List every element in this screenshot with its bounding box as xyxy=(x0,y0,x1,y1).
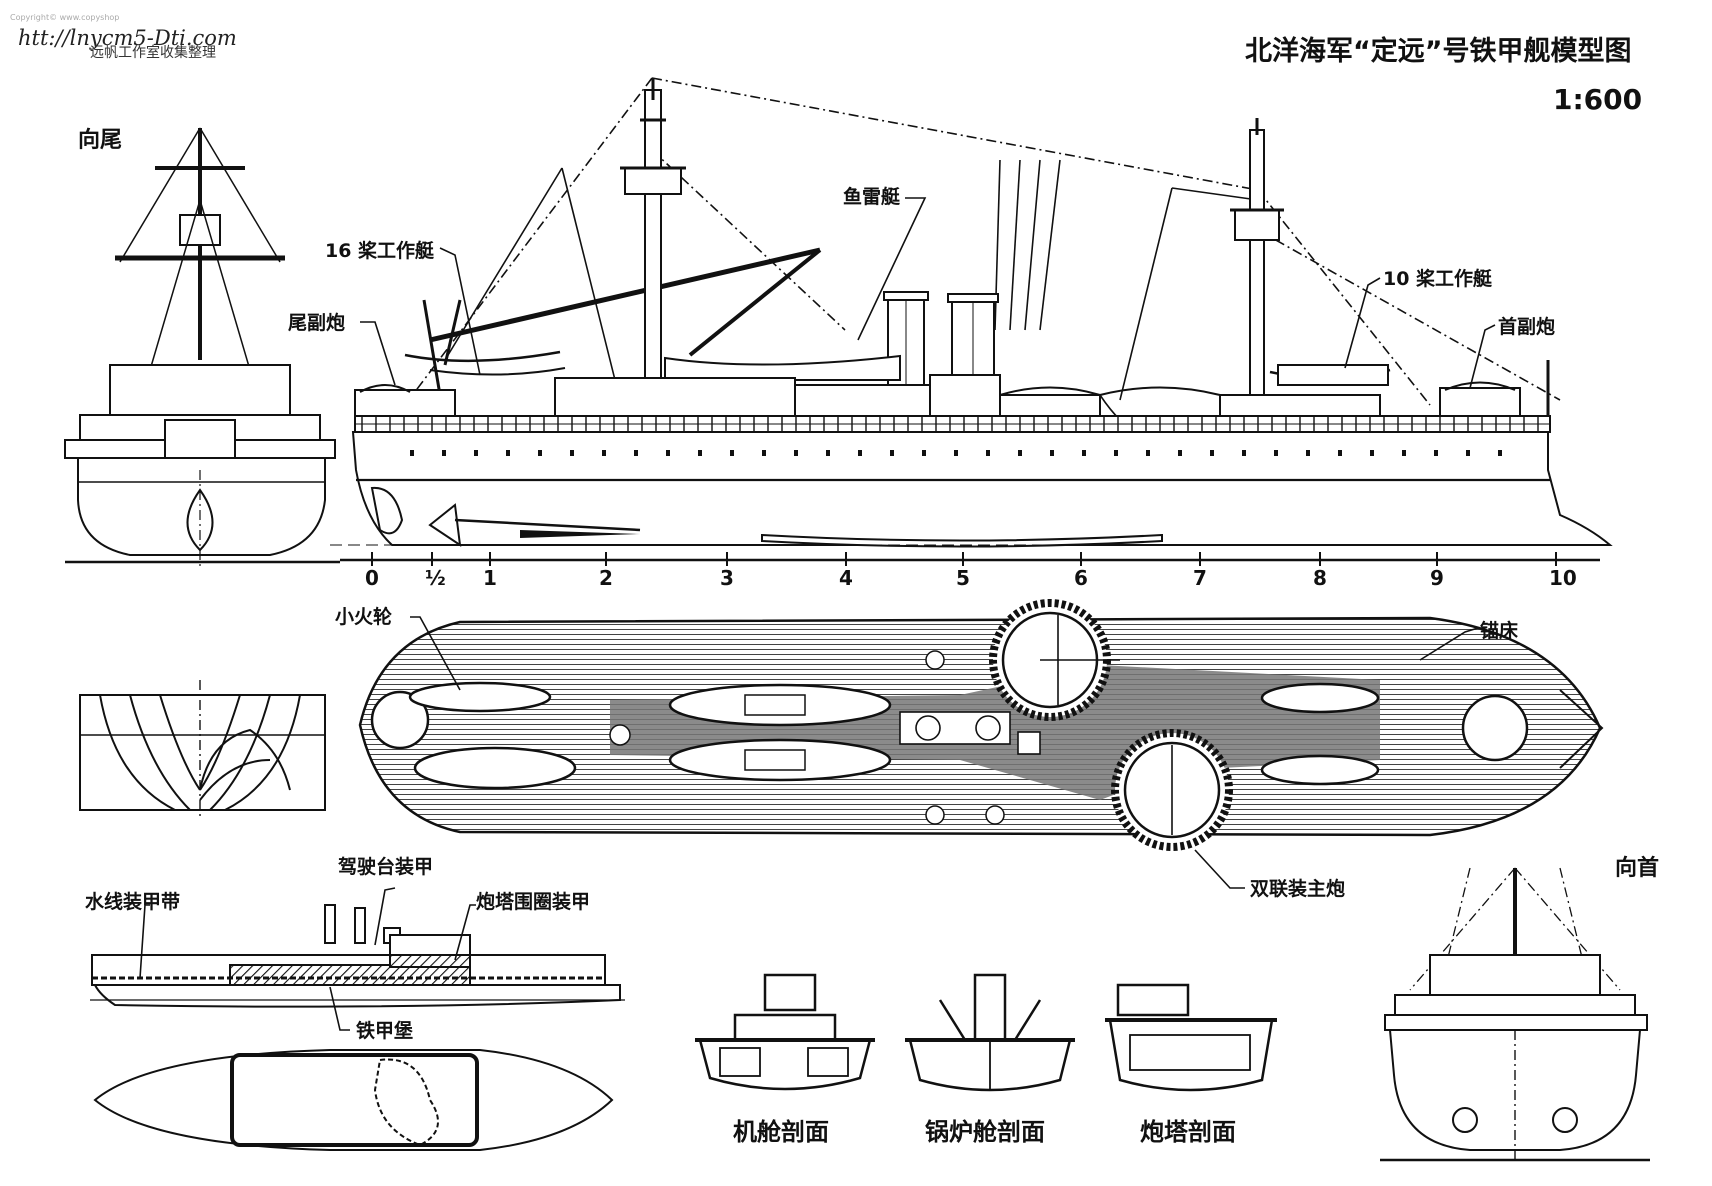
label-stern-gun: 尾副炮 xyxy=(288,312,346,334)
label-steam-launch: 小火轮 xyxy=(335,606,393,628)
label-citadel: 铁甲堡 xyxy=(356,1020,414,1042)
leader-lines xyxy=(139,197,1496,1031)
scale-tick: 9 xyxy=(1430,566,1444,590)
caption-engine-section: 机舱剖面 xyxy=(733,1118,829,1146)
label-bridge-armor: 驾驶台装甲 xyxy=(338,856,434,878)
label-torpedo-boat: 鱼雷艇 xyxy=(843,186,901,208)
credit-watermark: 远帆工作室收集整理 xyxy=(90,45,216,61)
caption-turret-section: 炮塔剖面 xyxy=(1140,1118,1236,1146)
scale-tick: 8 xyxy=(1313,566,1327,590)
label-main-guns: 双联装主炮 xyxy=(1250,878,1346,900)
scale-tick: 6 xyxy=(1074,566,1088,590)
site-watermark: htt://lnycm5-Dti.com xyxy=(18,26,237,50)
scale-ratio: 1:600 xyxy=(1553,83,1643,116)
scale-tick: 2 xyxy=(599,566,613,590)
scale-tick: 7 xyxy=(1193,566,1207,590)
scale-tick: 4 xyxy=(839,566,853,590)
deck-plan xyxy=(358,599,1604,851)
caption-boiler-section: 锅炉舱剖面 xyxy=(925,1118,1045,1146)
side-elevation xyxy=(330,77,1613,566)
scale-tick: ½ xyxy=(425,566,446,590)
stern-view-label: 向尾 xyxy=(78,128,123,153)
label-boat16: 16 桨工作艇 xyxy=(325,240,435,262)
bow-view-label: 向首 xyxy=(1615,856,1660,881)
copyright-watermark: Copyright© www.copyshop xyxy=(10,13,120,22)
label-barbette-armor: 炮塔围圈装甲 xyxy=(476,891,591,913)
scale-tick: 0 xyxy=(365,566,379,590)
label-waterline-belt: 水线装甲带 xyxy=(85,891,181,913)
scale-tick: 5 xyxy=(956,566,970,590)
label-anchor-bed: 锚床 xyxy=(1480,620,1519,642)
bow-view-drawing xyxy=(1380,867,1650,1162)
label-bow-gun: 首副炮 xyxy=(1498,316,1556,338)
stern-view-drawing xyxy=(64,127,340,570)
scale-tick: 10 xyxy=(1549,566,1577,590)
label-boat10: 10 桨工作艇 xyxy=(1383,268,1493,290)
scale-tick: 1 xyxy=(483,566,497,590)
cross-sections xyxy=(695,973,1277,1092)
page-title: 北洋海军“定远”号铁甲舰模型图 xyxy=(1245,36,1632,67)
armor-profile xyxy=(90,904,625,1151)
hull-lines-diagram xyxy=(79,680,326,820)
scale-tick: 3 xyxy=(720,566,734,590)
